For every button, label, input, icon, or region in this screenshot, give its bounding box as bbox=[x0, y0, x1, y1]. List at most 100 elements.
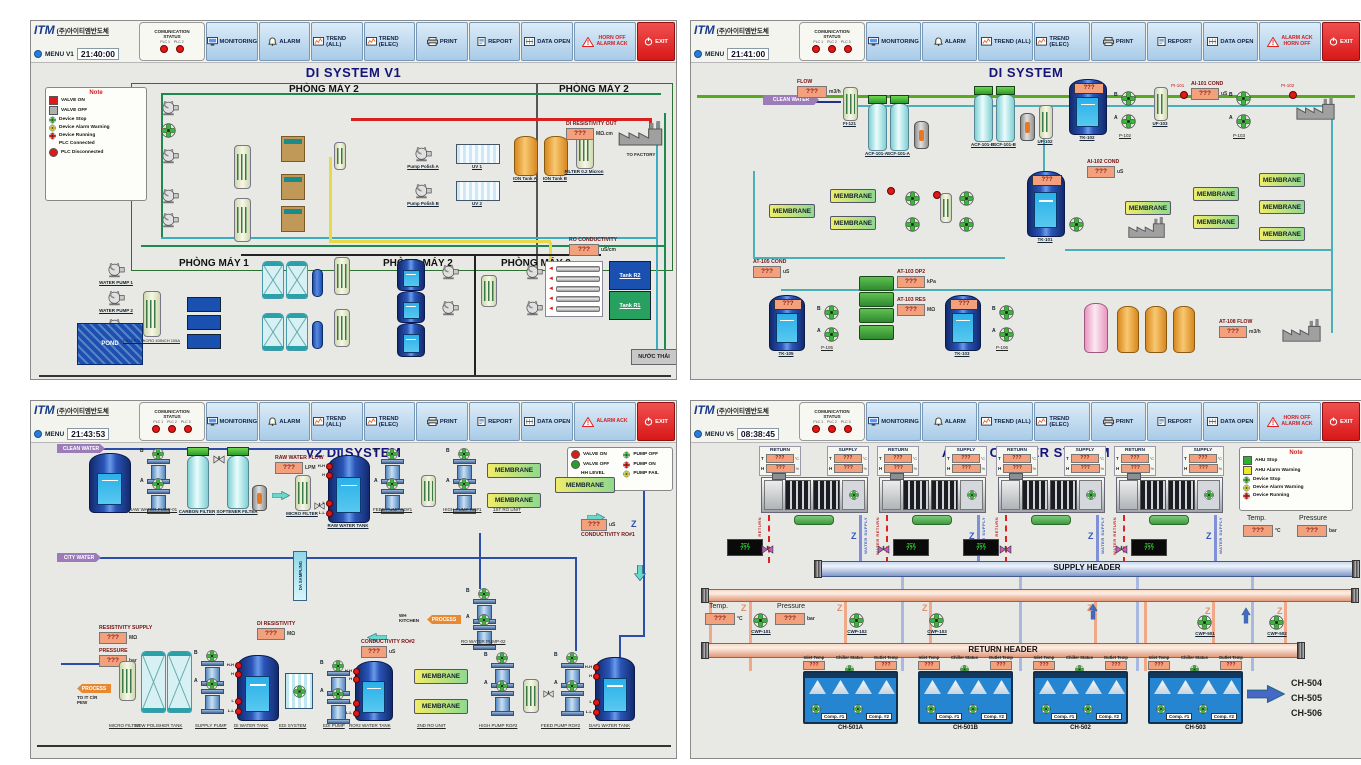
monitoring-button[interactable]: MONITORING bbox=[206, 22, 258, 61]
valve-icon bbox=[213, 451, 225, 469]
exit-button[interactable]: EXIT bbox=[1321, 402, 1360, 441]
tcv-display: TCV??? bbox=[963, 539, 999, 556]
report-button[interactable]: REPORT bbox=[1146, 402, 1202, 441]
level-label: H-H bbox=[226, 662, 234, 668]
data-open-button[interactable]: DATA OPEN bbox=[1202, 22, 1258, 61]
sampling-column: DA SAMPLING bbox=[293, 551, 307, 601]
pipe bbox=[341, 448, 343, 458]
trend-elec-button[interactable]: TREND (ELEC) bbox=[363, 22, 416, 61]
exit-button[interactable]: EXIT bbox=[637, 402, 676, 441]
trend-elec-button[interactable]: TREND (ELEC) bbox=[363, 402, 416, 441]
th-unit: °C bbox=[912, 456, 917, 461]
display-unit: uS bbox=[389, 649, 396, 655]
printer-icon bbox=[1103, 37, 1114, 46]
alarm-button[interactable]: ALARM bbox=[922, 402, 978, 441]
alarm-ack-button[interactable]: !ALARM ACK HORN OFF bbox=[1258, 22, 1321, 61]
ahu-coil bbox=[784, 480, 812, 510]
print-button[interactable]: PRINT bbox=[416, 22, 468, 61]
pump-icon bbox=[161, 123, 176, 138]
component-label: SOFTENER FILTER bbox=[216, 509, 258, 514]
alarm-button[interactable]: ALARM bbox=[258, 22, 311, 61]
alarm-button[interactable]: ALARM bbox=[258, 402, 311, 441]
section-label: PHÒNG MÁY 2 bbox=[289, 84, 359, 95]
report-button[interactable]: REPORT bbox=[1146, 22, 1202, 61]
data-open-button[interactable]: DATA OPEN bbox=[521, 402, 574, 441]
monitoring-button[interactable]: MONITORING bbox=[206, 402, 258, 441]
legend-item: Device Alarm Warning bbox=[1243, 484, 1349, 492]
trend-all-button[interactable]: TREND (ALL) bbox=[978, 402, 1034, 441]
valve-icon bbox=[877, 541, 890, 559]
menu-button[interactable]: MENU bbox=[705, 50, 725, 58]
factory-icon bbox=[1127, 217, 1167, 247]
tank: ??? bbox=[945, 295, 981, 351]
report-button[interactable]: REPORT bbox=[468, 402, 521, 441]
th-row: T???°C bbox=[761, 454, 799, 463]
display-value: ??? bbox=[705, 613, 735, 625]
ahu-status-pill bbox=[794, 515, 834, 525]
exit-button[interactable]: EXIT bbox=[637, 22, 676, 61]
tank bbox=[187, 455, 209, 509]
alarm-ack-button[interactable]: !ALARM ACK bbox=[574, 402, 637, 441]
tank bbox=[868, 103, 887, 151]
label: TO IT C/R PEW bbox=[77, 695, 98, 706]
trend-all-button[interactable]: TREND (ALL) bbox=[311, 402, 363, 441]
monitor-icon bbox=[868, 417, 880, 426]
pump-icon: A bbox=[817, 327, 839, 342]
pump-letter: A bbox=[554, 680, 558, 686]
pump-icon: A bbox=[466, 613, 495, 649]
menu-button[interactable]: MENU bbox=[45, 430, 65, 438]
pipe bbox=[859, 515, 862, 563]
print-button[interactable]: PRINT bbox=[416, 402, 468, 441]
square-swatch bbox=[49, 96, 58, 105]
report-button[interactable]: REPORT bbox=[468, 22, 521, 61]
display-title: RAW WATER FLOW bbox=[275, 455, 324, 461]
tank-meter bbox=[974, 86, 993, 95]
menu-button[interactable]: MENU V5 bbox=[705, 430, 734, 438]
display-unit: MΩ bbox=[287, 631, 296, 637]
pump-letter: B bbox=[446, 448, 450, 454]
plc-label: PLC 2 bbox=[167, 420, 177, 425]
level-dot bbox=[326, 471, 333, 479]
trend-elec-button[interactable]: TREND (ELEC) bbox=[1034, 402, 1090, 441]
compressor-label: Comp. #2 bbox=[865, 713, 892, 720]
ahu-fan-section bbox=[960, 480, 984, 510]
pipe bbox=[61, 663, 121, 665]
label: 2ND RO UNIT bbox=[417, 723, 446, 728]
alarm-button[interactable]: ALARM bbox=[922, 22, 978, 61]
trend-all-button[interactable]: TREND (ALL) bbox=[311, 22, 363, 61]
pipe bbox=[351, 118, 651, 121]
clock: 08:38:45 bbox=[736, 428, 779, 440]
monitoring-button[interactable]: MONITORING bbox=[866, 402, 922, 441]
pump-icon bbox=[1069, 217, 1084, 232]
condenser-fin bbox=[832, 680, 849, 694]
pump-icon: A bbox=[140, 477, 169, 513]
data-open-button[interactable]: DATA OPEN bbox=[521, 22, 574, 61]
pump-letter: B bbox=[992, 306, 996, 312]
alarm-ack-button[interactable]: !HORN OFF ALARM ACK bbox=[574, 22, 637, 61]
condenser-fin bbox=[1062, 680, 1079, 694]
trend-all-button[interactable]: TREND (ALL) bbox=[978, 22, 1034, 61]
exit-button[interactable]: EXIT bbox=[1321, 22, 1360, 61]
component-label: FI-121 bbox=[842, 121, 856, 126]
data-open-button[interactable]: DATA OPEN bbox=[1202, 402, 1258, 441]
vertical-label: WATER SUPPLY bbox=[1218, 517, 1223, 554]
trend-elec-button[interactable]: TREND (ELEC) bbox=[1034, 22, 1090, 61]
inlet-temp-label: Inlet Temp bbox=[1148, 655, 1170, 660]
tcv-display: TCV??? bbox=[727, 539, 763, 556]
filter-column bbox=[843, 87, 858, 121]
print-button[interactable]: PRINT bbox=[1090, 22, 1146, 61]
outlet-temp: Outlet Temp??? bbox=[874, 655, 898, 670]
print-button[interactable]: PRINT bbox=[1090, 402, 1146, 441]
level-dot bbox=[235, 662, 242, 670]
pump-icon bbox=[107, 288, 125, 311]
menu-button[interactable]: MENU V1 bbox=[45, 50, 74, 58]
tank bbox=[397, 291, 425, 323]
monitoring-button[interactable]: MONITORING bbox=[866, 22, 922, 61]
alarm-ack-button[interactable]: !HORN OFF ALARM ACK bbox=[1258, 402, 1321, 441]
pump-icon bbox=[959, 191, 974, 206]
vertical-label: WATER SUPPLY bbox=[1100, 517, 1105, 554]
pump-letter: A bbox=[1114, 115, 1118, 121]
pump-fan-icon bbox=[332, 659, 344, 677]
